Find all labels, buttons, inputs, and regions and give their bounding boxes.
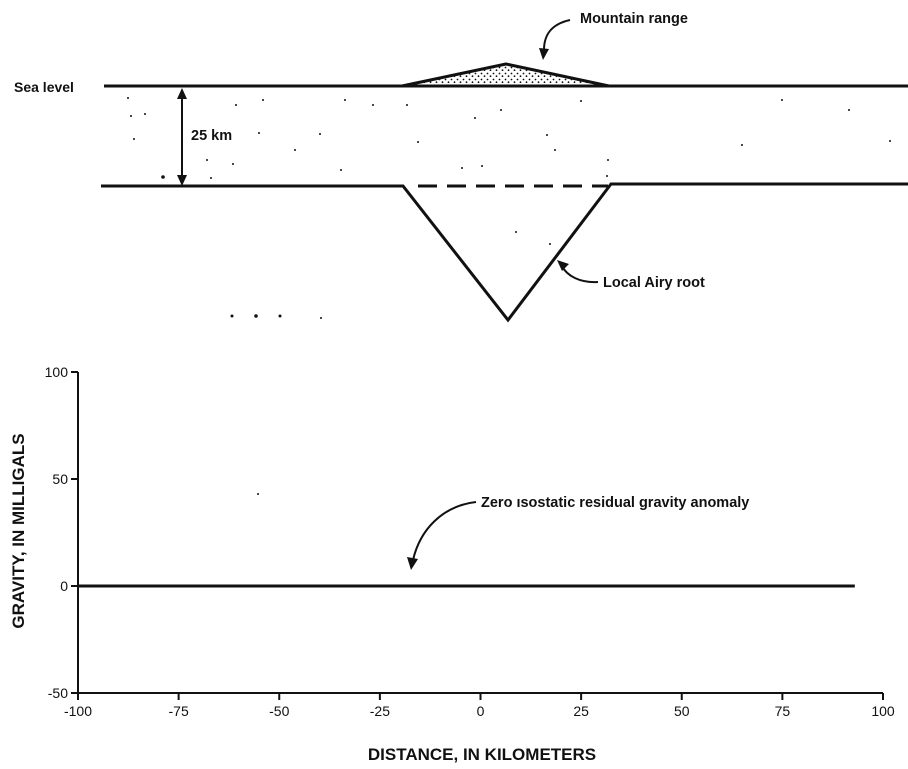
x-tick-label: 25 [573, 703, 589, 719]
airy-root-callout-arrow [557, 260, 599, 284]
x-tick-label: -25 [370, 703, 390, 719]
y-tick-label: 100 [45, 364, 69, 380]
crust-speckles [127, 97, 891, 495]
x-tick-label: 100 [871, 703, 895, 719]
gravity-plot: -100 -75 -50 -25 0 25 50 75 100 -50 0 50 100 Zero ı… [9, 364, 895, 764]
y-tick-label: 0 [60, 578, 68, 594]
mountain-range-label: Mountain range [580, 11, 688, 27]
anomaly-label: Zero ısostatic residual gravity anomaly [481, 495, 749, 511]
y-axis-title: GRAVITY, IN MILLIGALS [9, 433, 28, 628]
x-axis-title: DISTANCE, IN KILOMETERS [368, 745, 596, 764]
x-tick-label: 50 [674, 703, 690, 719]
crust-cross-section: Sea level 25 km Mountain range Local Air… [14, 11, 908, 495]
x-tick-label: -75 [169, 703, 189, 719]
mountain-range-callout-arrow [539, 19, 571, 60]
anomaly-callout-arrow [407, 501, 477, 570]
x-tick-label: -100 [64, 703, 92, 719]
airy-root-line [101, 182, 908, 323]
x-tick-label: -50 [269, 703, 289, 719]
airy-root-label: Local Airy root [603, 275, 705, 291]
y-tick-label: -50 [48, 685, 68, 701]
thickness-label: 25 km [191, 128, 232, 144]
thickness-arrow [177, 88, 187, 186]
x-tick-label: 75 [775, 703, 791, 719]
y-axis-ticks: -50 0 50 100 [45, 364, 78, 701]
mountain-range-shape [400, 62, 611, 88]
x-tick-label: 0 [477, 703, 485, 719]
y-tick-label: 50 [52, 471, 68, 487]
x-axis-ticks: -100 -75 -50 -25 0 25 50 75 100 [64, 693, 895, 719]
sea-level-label: Sea level [14, 79, 74, 95]
